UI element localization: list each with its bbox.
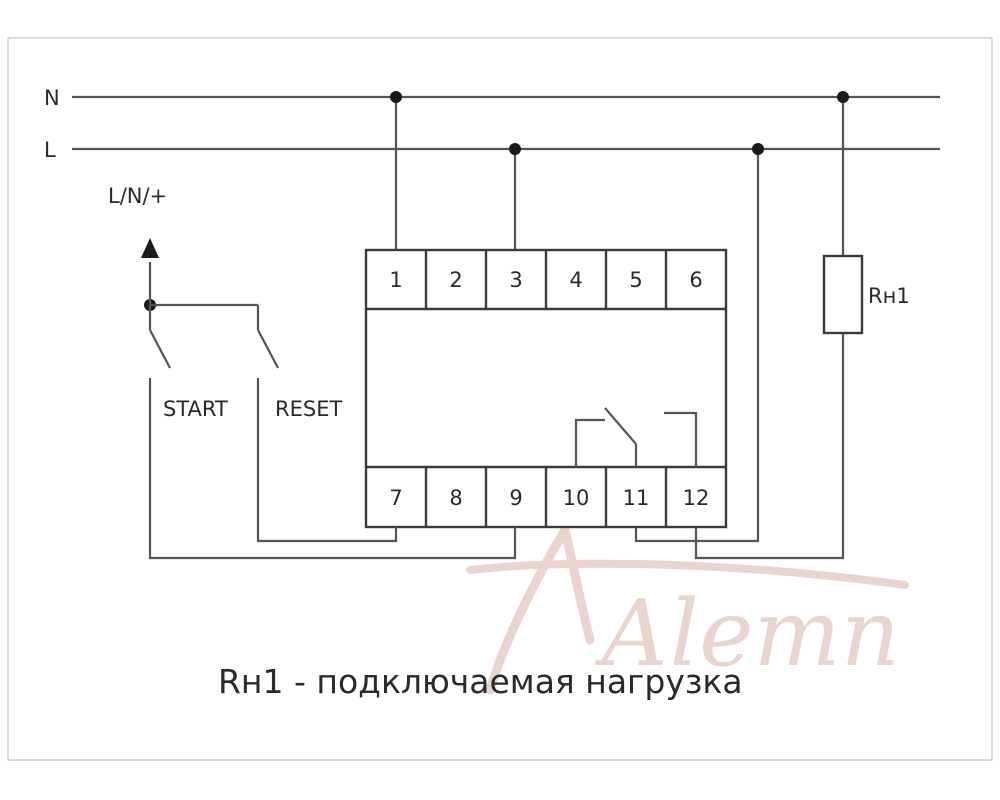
start-switch-label: START: [163, 397, 228, 421]
terminal-2-label: 2: [449, 268, 462, 292]
n-rail-label: N: [44, 86, 60, 110]
reset-switch-blade: [257, 329, 279, 369]
load-label: Rн1: [868, 284, 910, 308]
terminal-10-label: 10: [563, 486, 590, 510]
terminal-9-label: 9: [509, 486, 522, 510]
junction-dot: [752, 143, 764, 155]
l-rail-label: L: [44, 138, 56, 162]
terminal-7-label: 7: [389, 486, 402, 510]
terminal-4-label: 4: [569, 268, 582, 292]
wire-reset-to-terminal-7: [256, 378, 398, 543]
wire-load-to-terminal-12: [694, 333, 845, 560]
terminal-12-label: 12: [683, 486, 710, 510]
terminal-3-label: 3: [509, 268, 522, 292]
start-switch-blade: [149, 329, 171, 369]
junction-dot: [837, 91, 849, 103]
terminal-6-label: 6: [689, 268, 702, 292]
caption: Rн1 - подключаемая нагрузка: [218, 662, 743, 701]
terminal-11-label: 11: [623, 486, 650, 510]
terminal-8-label: 8: [449, 486, 462, 510]
junction-dot: [390, 91, 402, 103]
supply-label: L/N/+: [108, 184, 167, 208]
reset-switch-label: RESET: [275, 397, 342, 421]
load-resistor: [822, 254, 864, 335]
relay-contact-symbol: [574, 407, 698, 467]
arrow-up-icon: [141, 238, 159, 258]
terminal-1-label: 1: [389, 268, 402, 292]
terminal-5-label: 5: [629, 268, 642, 292]
watermark-logo: Аlemп: [466, 518, 909, 695]
supply-lead: [148, 262, 258, 307]
junction-dot: [509, 143, 521, 155]
diagram-frame: [7, 37, 993, 761]
terminal-dividers: [424, 250, 668, 527]
wire-start-to-terminal-9: [148, 378, 517, 560]
watermark-text: Аlemп: [594, 580, 900, 687]
